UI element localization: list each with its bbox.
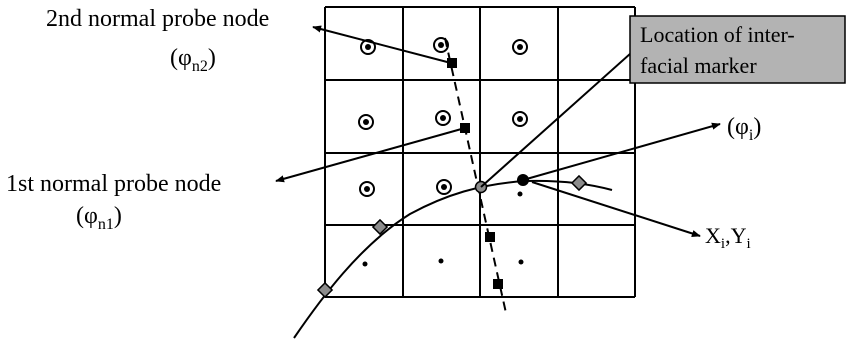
second-probe-phi-label: (φn2)	[170, 45, 216, 75]
arrow-1st-probe	[275, 127, 466, 183]
normal-line	[444, 37, 507, 314]
fluid-node	[433, 37, 449, 53]
arrow-marker-location	[480, 44, 641, 188]
solid-nodes	[362, 191, 524, 267]
arrow-xy	[531, 181, 701, 237]
fluid-node	[436, 179, 452, 195]
arrow-2nd-probe	[312, 25, 452, 64]
probe-square	[485, 232, 495, 242]
fluid-node	[360, 39, 376, 55]
solid-node	[362, 261, 368, 267]
first-probe-label: 1st normal probe node	[6, 171, 221, 197]
xi-yi-label: Xi,Yi	[705, 223, 751, 252]
annotation-arrows	[275, 25, 721, 237]
marker-location-label-box: Location of inter- facial marker	[629, 15, 846, 84]
marker-diamond	[570, 174, 588, 192]
fluid-nodes	[358, 37, 528, 197]
solid-node	[518, 259, 524, 265]
fluid-node	[512, 111, 528, 127]
cartesian-grid	[324, 6, 636, 298]
fluid-node	[359, 181, 375, 197]
solid-node	[438, 258, 444, 264]
marker-location-line1: Location of inter-	[640, 22, 795, 47]
marker-diamond	[371, 218, 389, 236]
probe-square	[447, 58, 457, 68]
fluid-node	[435, 110, 451, 126]
fluid-node	[512, 39, 528, 55]
phi-i-label: (φi)	[727, 114, 761, 144]
marker-location-line2: facial marker	[640, 53, 757, 78]
first-probe-phi-label: (φn1)	[76, 203, 122, 233]
probe-square	[493, 279, 503, 289]
marker-location-box	[629, 15, 846, 84]
second-probe-label: 2nd normal probe node	[46, 6, 269, 32]
solid-node	[517, 191, 523, 197]
arrow-phi-i	[522, 122, 721, 181]
marker-diamond	[316, 281, 334, 299]
interface-curve	[293, 179, 613, 339]
fluid-node	[358, 114, 374, 130]
interface-markers	[316, 174, 588, 299]
